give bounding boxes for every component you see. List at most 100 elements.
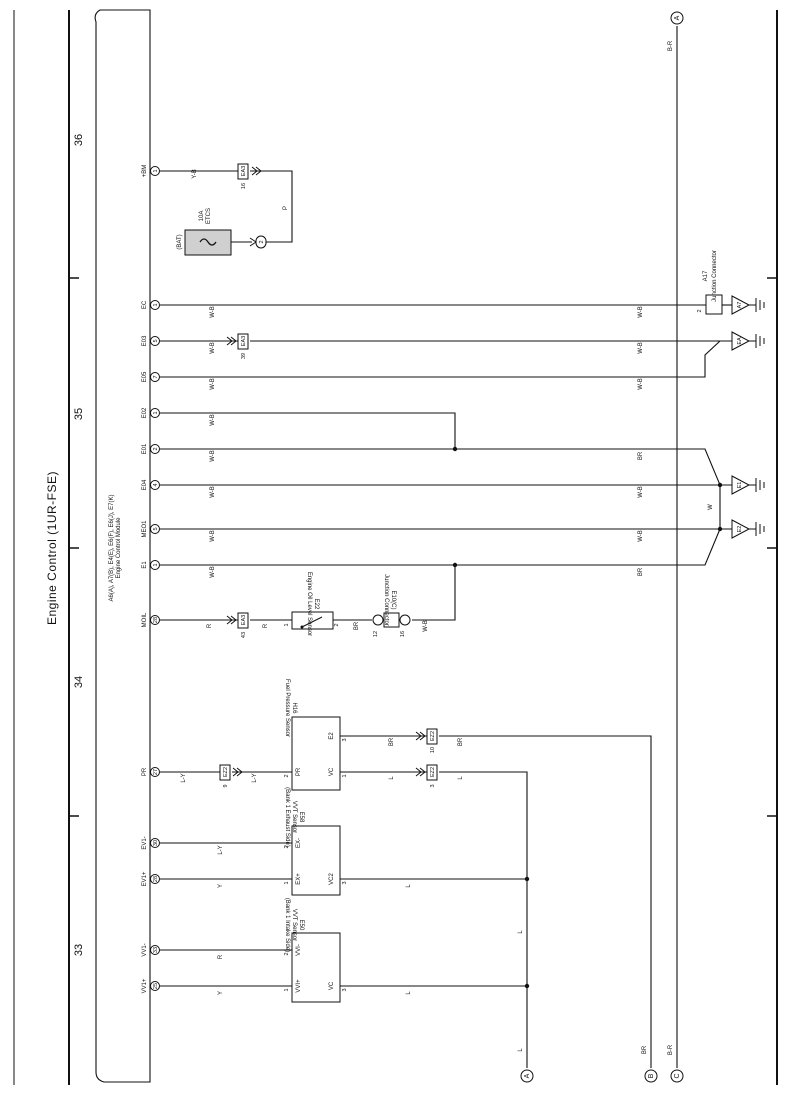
sensor-id: E50 (298, 920, 304, 931)
sensor-location: (Bank 1 Exhaust Side) (284, 787, 290, 847)
connector-label: EZ2 (430, 767, 436, 777)
pin-number: 5 (153, 527, 159, 530)
pin-terminal (150, 336, 160, 346)
wire-label: BR (458, 737, 464, 746)
fuse-etcs: 2 (BAT) 10A ETCS (177, 208, 267, 256)
ground-triangle (731, 475, 751, 495)
pin-name: EV1- (142, 836, 148, 849)
wire-label: L (389, 776, 395, 780)
fuse-rating: 10A (199, 211, 205, 222)
off-page-connector-a[interactable]: A (520, 1069, 534, 1083)
sensor-id: H16 (291, 702, 297, 714)
ecm-pin: 1EC (142, 300, 160, 310)
pin-name: VV1+ (142, 978, 148, 993)
wire-junction-ground (412, 565, 456, 621)
vvt-sensor-intake: VVI- VVI+ VC 2 1 3 E50 VVT Sensor (Bank … (284, 898, 348, 1003)
sensor-id: E58 (298, 812, 304, 823)
off-page-connector-a-top[interactable]: A (670, 11, 684, 25)
sensor-pin: 3 (342, 881, 348, 884)
pin-name: MEO1 (142, 520, 148, 538)
ground-symbol (749, 298, 765, 312)
vvt-sensor-exhaust: EX- EX+ VC2 2 1 3 E58 VVT Sensor (Bank 1… (284, 787, 348, 896)
sensor-terminal: VC2 (329, 873, 335, 885)
wire-label: BR (642, 1045, 648, 1054)
wire-label: W-B (210, 414, 216, 426)
off-page-label: C (674, 1073, 681, 1078)
ecm-pin: 28 MOIL (142, 612, 160, 627)
ecm-pin: 5 MEO1 (142, 520, 160, 538)
sensor-name: VVT Sensor (291, 801, 297, 833)
wire-label: W-B (638, 486, 644, 498)
junction-dot (452, 446, 458, 452)
wire-e01 (160, 448, 732, 486)
pin-name: MOIL (142, 612, 148, 627)
wire-label: W-B (210, 486, 216, 498)
ecm-pin: 1+BM (142, 165, 160, 177)
wire-label: W-B (210, 530, 216, 542)
connector-ea3: EA3 16 (237, 163, 262, 189)
sensor-pin: 1 (284, 988, 290, 991)
off-page-connector-c[interactable]: C (670, 1069, 684, 1083)
pin-name: E01 (142, 443, 148, 454)
wire-label: W-B (210, 378, 216, 390)
wire-label: W-B (638, 378, 644, 390)
wire-label: W-B (638, 306, 644, 318)
pin-terminal (150, 874, 160, 884)
junction-dot (524, 876, 530, 882)
ground-point: A7 (731, 295, 765, 315)
sensor-terminal: VVI- (296, 944, 302, 956)
ecm-name: Engine Control Module (116, 517, 122, 579)
pin-terminal (150, 838, 160, 848)
pin-terminal (150, 166, 160, 176)
page-number: 33 (73, 944, 85, 956)
ground-label: E2 (737, 526, 743, 533)
sensor-name: VVT Sensor (291, 909, 297, 941)
wire-label: W-B (210, 450, 216, 462)
connector-label: EZ2 (430, 731, 436, 741)
junction-id: A17 (703, 270, 709, 281)
pin-number: 2 (153, 447, 159, 450)
connector-ea3: EA3 39 (226, 333, 249, 359)
ecm-pin: 33 VV1- (142, 943, 160, 957)
pin-number: 28 (153, 617, 159, 623)
junction-dot (452, 562, 458, 568)
sensor-location: (Bank 1 Intake Side) (284, 898, 290, 952)
pin-number: 5 (153, 339, 159, 342)
pin-terminal (150, 372, 160, 382)
ground-triangle (731, 519, 751, 539)
pin-name: EV1+ (142, 871, 148, 886)
sensor-pin: 2 (284, 845, 290, 848)
page-number: 36 (73, 134, 85, 146)
connector-ez2: EZ2 9 (219, 764, 243, 788)
sensor-pin: 3 (342, 988, 348, 991)
wire-label: L-Y (218, 845, 224, 854)
pin-name: VV1- (142, 943, 148, 956)
wire-label: BR (354, 621, 360, 630)
pin-number: 33 (153, 947, 159, 953)
wire-label: W-B (638, 530, 644, 542)
ecm-pin: 30 EV1- (142, 836, 160, 850)
pin-terminal (150, 480, 160, 490)
wire-label: W-B (210, 566, 216, 578)
ground-symbol (749, 522, 765, 536)
wire-label: Y (218, 884, 224, 888)
pin-name: E04 (142, 479, 148, 490)
connector-label: EA3 (241, 615, 247, 625)
junction-pin: 12 (373, 631, 379, 637)
off-page-connector-b[interactable]: B (644, 1069, 658, 1083)
wire-label: L-Y (181, 773, 187, 782)
wire-label: W-B (638, 342, 644, 354)
pin-number: 30 (153, 840, 159, 846)
ground-point: E1 (731, 475, 765, 495)
wire-label: W-B (210, 342, 216, 354)
connector-pin: 9 (223, 784, 229, 787)
pin-number: 1 (153, 169, 159, 172)
sensor-terminal: VVI+ (296, 979, 302, 993)
junction-id: E10(C) (390, 590, 396, 609)
